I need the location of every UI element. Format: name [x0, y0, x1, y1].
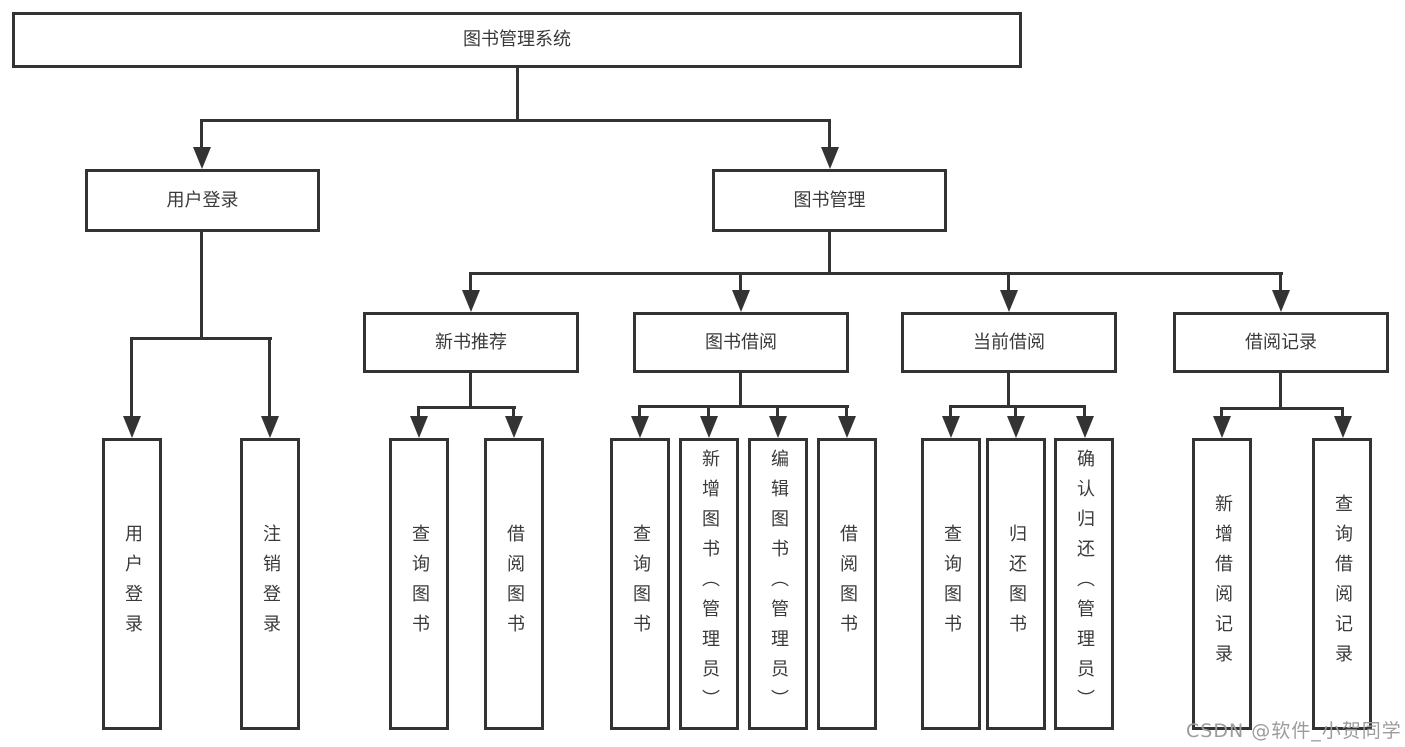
- leaf-add-books-admin-label: 新增图书（管理员）: [699, 449, 720, 719]
- arrowhead: [1000, 290, 1018, 312]
- node-root-label: 图书管理系统: [463, 29, 571, 50]
- connector-line: [130, 338, 133, 418]
- node-book-mgmt-label: 图书管理: [793, 189, 866, 211]
- arrowhead: [261, 416, 279, 438]
- arrowhead: [1272, 290, 1290, 312]
- leaf-logout-label: 注销登录: [260, 524, 281, 644]
- node-user-login: 用户登录: [85, 169, 320, 232]
- leaf-borrow-books-recommend-label: 借阅图书: [504, 524, 525, 644]
- connector-line: [1279, 273, 1282, 292]
- leaf-edit-books-admin: 编辑图书（管理员）: [748, 438, 808, 730]
- arrowhead: [123, 416, 141, 438]
- leaf-query-books-recommend: 查询图书: [389, 438, 449, 730]
- leaf-confirm-return-admin: 确认归还（管理员）: [1054, 438, 1114, 730]
- node-root: 图书管理系统: [12, 12, 1022, 68]
- connector-line: [469, 273, 472, 292]
- leaf-add-borrow-record: 新增借阅记录: [1192, 438, 1252, 730]
- leaf-return-books-label: 归还图书: [1006, 524, 1027, 644]
- arrowhead: [769, 416, 787, 438]
- leaf-query-books-borrow: 查询图书: [610, 438, 670, 730]
- connector-line: [417, 407, 420, 418]
- node-book-borrow: 图书借阅: [633, 312, 849, 373]
- connector-line: [469, 272, 1283, 275]
- leaf-confirm-return-admin-label: 确认归还（管理员）: [1074, 449, 1095, 719]
- connector-line: [638, 405, 849, 408]
- connector-line: [638, 406, 641, 418]
- leaf-query-borrow-record-label: 查询借阅记录: [1332, 494, 1353, 674]
- connector-line: [200, 232, 203, 339]
- connector-line: [268, 338, 271, 418]
- arrowhead: [462, 290, 480, 312]
- connector-line: [707, 406, 710, 418]
- leaf-borrow-books-recommend: 借阅图书: [484, 438, 544, 730]
- leaf-query-borrow-record: 查询借阅记录: [1312, 438, 1372, 730]
- leaf-query-books-current-label: 查询图书: [941, 524, 962, 644]
- csdn-watermark: CSDN @软件_小贺同学: [1186, 720, 1402, 742]
- connector-line: [1279, 373, 1282, 409]
- connector-line: [949, 405, 1086, 408]
- leaf-user-login-label: 用户登录: [122, 524, 143, 644]
- arrowhead: [1334, 416, 1352, 438]
- arrowhead: [631, 416, 649, 438]
- connector-line: [845, 406, 848, 418]
- leaf-borrow-books-label: 借阅图书: [837, 524, 858, 644]
- connector-line: [516, 68, 519, 121]
- connector-line: [200, 120, 203, 149]
- connector-line: [200, 119, 831, 122]
- arrowhead: [1007, 416, 1025, 438]
- connector-line: [1007, 273, 1010, 292]
- node-new-book-rec-label: 新书推荐: [435, 331, 507, 353]
- node-borrow-record-label: 借阅记录: [1245, 331, 1317, 353]
- connector-line: [1083, 406, 1086, 418]
- arrowhead: [193, 147, 211, 169]
- arrowhead: [732, 290, 750, 312]
- node-current-borrow: 当前借阅: [901, 312, 1117, 373]
- node-book-mgmt: 图书管理: [712, 169, 947, 232]
- connector-line: [828, 232, 831, 274]
- arrowhead: [1076, 416, 1094, 438]
- leaf-return-books: 归还图书: [986, 438, 1046, 730]
- connector-line: [828, 120, 831, 149]
- node-book-borrow-label: 图书借阅: [705, 331, 777, 353]
- connector-line: [417, 406, 516, 409]
- connector-line: [1220, 408, 1223, 418]
- connector-line: [1220, 407, 1344, 410]
- connector-line: [469, 373, 472, 408]
- arrowhead: [838, 416, 856, 438]
- leaf-user-login: 用户登录: [102, 438, 162, 730]
- connector-line: [1014, 406, 1017, 418]
- connector-line: [130, 337, 272, 340]
- connector-line: [512, 407, 515, 418]
- leaf-add-borrow-record-label: 新增借阅记录: [1212, 494, 1233, 674]
- arrowhead: [821, 147, 839, 169]
- arrowhead: [505, 416, 523, 438]
- leaf-add-books-admin: 新增图书（管理员）: [679, 438, 739, 730]
- leaf-borrow-books: 借阅图书: [817, 438, 877, 730]
- leaf-query-books-current: 查询图书: [921, 438, 981, 730]
- leaf-logout: 注销登录: [240, 438, 300, 730]
- leaf-edit-books-admin-label: 编辑图书（管理员）: [768, 449, 789, 719]
- node-user-login-label: 用户登录: [166, 189, 239, 211]
- node-borrow-record: 借阅记录: [1173, 312, 1389, 373]
- connector-line: [949, 406, 952, 418]
- arrowhead: [410, 416, 428, 438]
- leaf-query-books-borrow-label: 查询图书: [630, 524, 651, 644]
- arrowhead: [1213, 416, 1231, 438]
- connector-line: [1007, 373, 1010, 407]
- connector-line: [1341, 408, 1344, 418]
- arrowhead: [942, 416, 960, 438]
- node-current-borrow-label: 当前借阅: [973, 331, 1045, 353]
- connector-line: [776, 406, 779, 418]
- connector-line: [739, 273, 742, 292]
- connector-line: [739, 373, 742, 407]
- arrowhead: [700, 416, 718, 438]
- leaf-query-books-recommend-label: 查询图书: [409, 524, 430, 644]
- node-new-book-rec: 新书推荐: [363, 312, 579, 373]
